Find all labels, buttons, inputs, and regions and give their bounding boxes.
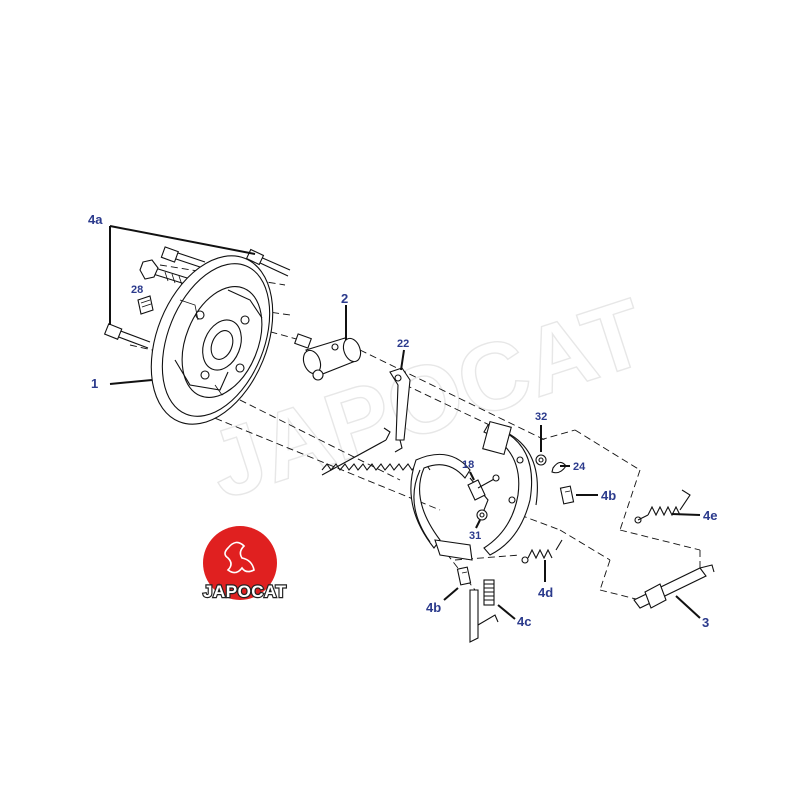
logo-red-disc [203,526,277,600]
callout-4b-upper: 4b [601,488,616,503]
bolt-4a-upper [160,246,206,269]
callout-24: 24 [573,461,586,473]
callout-4b-lower: 4b [426,600,441,615]
callout-3: 3 [702,615,709,630]
brake-shoe-lower [410,453,489,561]
adjuster-spring [321,427,431,476]
return-spring-4d [521,539,563,564]
bolt-4a-lower [103,323,151,349]
strut-3 [633,564,715,609]
callout-4c: 4c [517,614,531,629]
japocat-logo: JAPOCAT [202,526,287,602]
logo-emblem-icon [224,541,255,574]
leader-lines [109,225,701,620]
callout-4a: 4a [88,212,103,227]
logo-text: JAPOCAT [203,582,287,601]
callout-28: 28 [131,284,143,296]
spring-strap-4c [469,579,499,643]
retainer-clip-4b-lower [456,566,472,586]
callout-4d: 4d [538,585,553,600]
callout-32: 32 [535,411,547,423]
return-spring-4e [634,489,691,524]
callout-labels: 4a 28 1 2 22 32 24 4b 4e 18 31 4d 4b 4c … [88,212,717,630]
callout-18: 18 [462,459,474,471]
pin-18 [467,474,500,501]
callout-2: 2 [341,291,348,306]
retainer-clip-4b-upper [559,485,575,505]
callout-1: 1 [91,376,98,391]
brake-shoe-upper [482,420,538,556]
clip-24 [551,461,567,474]
backing-plate-1 [150,255,274,425]
wheel-cylinder-2 [294,333,362,381]
pin-32 [535,454,547,466]
callout-22: 22 [397,338,409,350]
clip-28 [137,295,154,315]
callout-4e: 4e [703,508,717,523]
washer-31 [476,509,488,521]
callout-31: 31 [469,530,481,542]
